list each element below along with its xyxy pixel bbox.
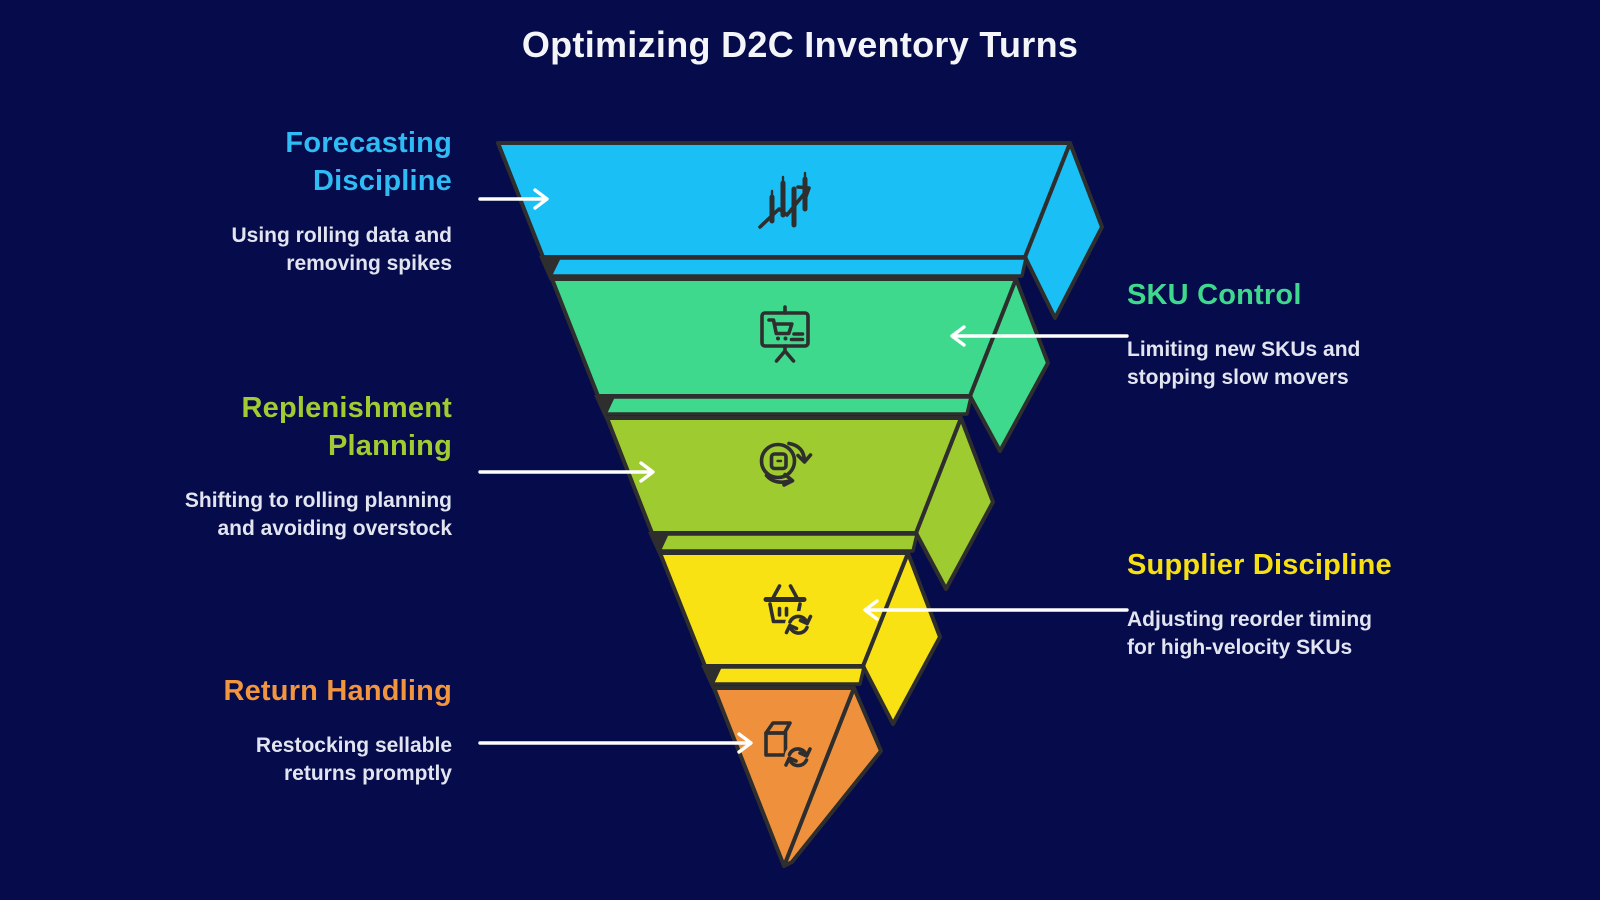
chart-wicks xyxy=(770,171,807,199)
cart-wheel xyxy=(776,336,780,341)
basket-refresh-icon xyxy=(763,584,813,638)
callout-desc-line: Using rolling data and xyxy=(231,224,452,247)
retail-display-cart-icon xyxy=(760,305,810,363)
callout-title-line: SKU Control xyxy=(1127,279,1302,311)
callout-desc-line: removing spikes xyxy=(286,252,452,275)
corner-notch xyxy=(594,395,614,419)
board-lines xyxy=(789,332,805,342)
callout-title-line: Supplier Discipline xyxy=(1127,549,1392,581)
corner-notch xyxy=(701,665,721,689)
callout-title: Forecasting Discipline xyxy=(82,124,452,200)
level-front-face xyxy=(658,551,910,668)
package-front xyxy=(764,731,788,757)
cart-shape xyxy=(767,318,794,336)
callout-description: Limiting new SKUs and stopping slow move… xyxy=(1127,336,1497,392)
trend-line xyxy=(758,187,810,229)
callout-description: Shifting to rolling planning and avoidin… xyxy=(82,487,452,543)
callout-title-line: Replenishment xyxy=(241,392,452,424)
level-bottom-lip xyxy=(657,532,919,553)
basket-handles xyxy=(771,584,799,599)
connector-arrow-supplier xyxy=(863,599,1129,621)
callout-desc-line: Adjusting reorder timing xyxy=(1127,608,1373,631)
connector-arrow-sku-control xyxy=(950,325,1129,347)
cycle-arrow-top-head xyxy=(796,453,813,464)
callout-description: Restocking sellable returns promptly xyxy=(82,732,452,788)
callout-description: Adjusting reorder timing for high-veloci… xyxy=(1127,606,1497,662)
callout-title: SKU Control xyxy=(1127,276,1497,314)
callout-title: Replenishment Planning xyxy=(82,389,452,465)
funnel-level-sku-control xyxy=(550,277,1050,453)
callout-desc-line: for high-velocity SKUs xyxy=(1127,636,1353,659)
callout-title: Supplier Discipline xyxy=(1127,546,1497,584)
funnel-level-return-handling xyxy=(712,686,883,868)
connector-arrow-replenishment xyxy=(478,461,655,483)
cart-wheel xyxy=(783,336,788,341)
callout-desc-line: Shifting to rolling planning xyxy=(184,489,452,512)
trend-arrow-head xyxy=(796,185,811,201)
callout-description: Using rolling data and removing spikes xyxy=(82,222,452,278)
level-bottom-lip xyxy=(548,256,1028,278)
callout-desc-line: stopping slow movers xyxy=(1127,366,1349,389)
level-front-face xyxy=(712,686,856,868)
funnel-level-forecasting-discipline xyxy=(496,141,1104,320)
callout-desc-line: Restocking sellable xyxy=(255,734,452,757)
callout-sku-control: SKU Control Limiting new SKUs and stoppi… xyxy=(1127,276,1497,392)
callout-desc-line: and avoiding overstock xyxy=(217,517,452,540)
corner-notch xyxy=(648,532,668,556)
connector-arrow-forecasting xyxy=(478,188,549,210)
funnel-level-replenishment-planning xyxy=(605,416,995,591)
callout-desc-line: returns promptly xyxy=(283,762,452,785)
page-title: Optimizing D2C Inventory Turns xyxy=(521,24,1079,65)
connector-arrow-return xyxy=(478,732,753,754)
level-bottom-lip xyxy=(710,665,866,686)
sync-package-icon xyxy=(759,441,813,487)
trend-chart-icon xyxy=(758,171,811,229)
callout-title-line: Discipline xyxy=(313,165,452,197)
cycle-arrow-bottom-head xyxy=(782,472,795,487)
callout-title-line: Return Handling xyxy=(223,675,452,707)
callout-return-handling: Return Handling Restocking sellable retu… xyxy=(82,672,452,788)
callout-desc-line: Limiting new SKUs and xyxy=(1127,338,1361,361)
corner-notch xyxy=(539,256,560,281)
basket-ticks xyxy=(777,606,789,617)
board-legs xyxy=(774,344,796,363)
funnel-level-supplier-discipline xyxy=(658,551,942,726)
callout-title-line: Planning xyxy=(327,430,452,462)
callout-title: Return Handling xyxy=(82,672,452,710)
level-bottom-lip xyxy=(603,395,973,416)
cycle-circle xyxy=(759,442,797,480)
callout-forecasting-discipline: Forecasting Discipline Using rolling dat… xyxy=(82,124,452,278)
cycle-arrow-top xyxy=(787,441,807,463)
callout-supplier-discipline: Supplier Discipline Adjusting reorder ti… xyxy=(1127,546,1497,662)
box-shape xyxy=(769,452,788,471)
package-return-icon xyxy=(764,721,812,771)
callout-replenishment-planning: Replenishment Planning Shifting to rolli… xyxy=(82,389,452,543)
chart-bars xyxy=(769,176,808,228)
callout-title-line: Forecasting xyxy=(285,127,452,159)
